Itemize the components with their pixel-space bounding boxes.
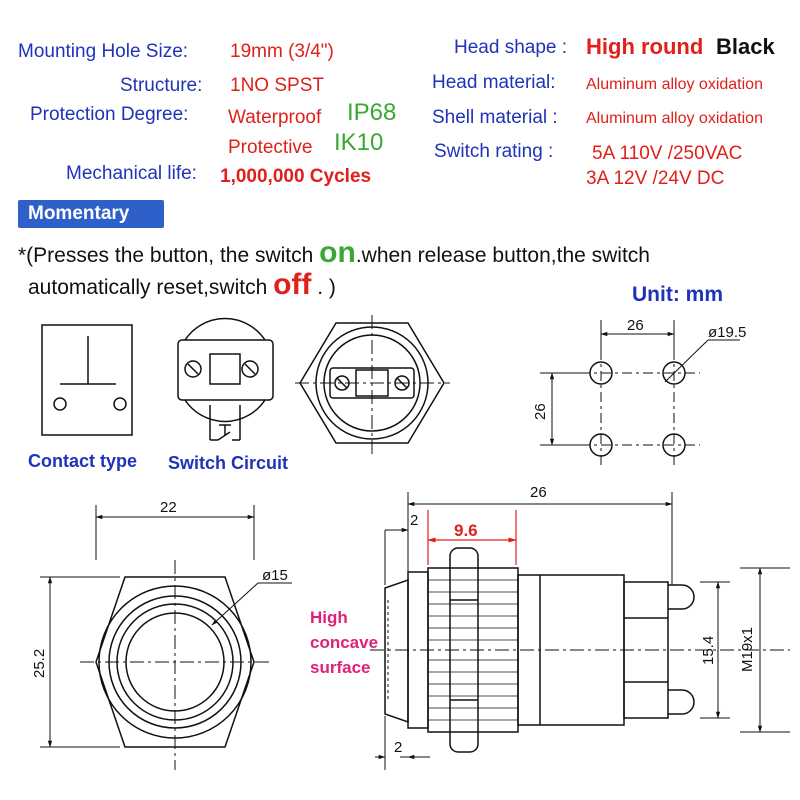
dim-head-2: 2 — [410, 512, 418, 529]
switch-rating-value-2: 3A 12V /24V DC — [586, 168, 725, 189]
protection-label: Protection Degree: — [30, 104, 189, 125]
depth-dimension-red — [427, 510, 517, 565]
momentary-badge: Momentary — [18, 200, 164, 228]
head-material-value: Aluminum alloy oxidation — [586, 76, 763, 93]
dim-diameter-15: ø15 — [262, 567, 288, 584]
concave-label-1: High — [310, 608, 348, 627]
head-shape-color: Black — [716, 34, 775, 59]
dim-depth-9-6: 9.6 — [454, 521, 478, 540]
protective-code: IK10 — [334, 129, 384, 156]
structure-label: Structure: — [120, 75, 203, 96]
hole-pattern-drawing — [540, 320, 740, 465]
concave-label-3: surface — [310, 658, 371, 677]
dim-length-26: 26 — [530, 484, 547, 501]
dim-hole-diameter: ø19.5 — [708, 324, 746, 341]
protective-text: Protective — [228, 137, 313, 158]
dim-bottom-2: 2 — [394, 739, 402, 756]
shell-material-label: Shell material : — [432, 107, 558, 128]
momentary-description-line1: *(Presses the button, the switch on.when… — [18, 238, 650, 268]
switch-rating-label: Switch rating : — [434, 141, 554, 162]
line1-prefix: *(Presses the button, the switch — [18, 244, 320, 267]
dim-hole-spacing-h: 26 — [627, 317, 644, 334]
unit-label: Unit: mm — [632, 283, 723, 306]
dim-dia-15-4: 15.4 — [700, 636, 717, 665]
switch-rating-value-1: 5A 110V /250VAC — [592, 143, 743, 164]
head-material-label: Head material: — [432, 72, 556, 93]
switch-circuit-symbol — [177, 317, 274, 441]
line2-prefix: automatically reset,switch — [28, 276, 274, 299]
back-view-drawing — [295, 315, 450, 455]
side-view-drawing — [370, 492, 790, 770]
mech-life-label: Mechanical life: — [66, 163, 197, 184]
waterproof-code: IP68 — [347, 99, 397, 126]
dim-height-25-2: 25.2 — [31, 649, 48, 678]
mount-size-value: 19mm (3/4") — [230, 41, 334, 62]
switch-circuit-label: Switch Circuit — [168, 453, 289, 473]
concave-label-2: concave — [310, 633, 379, 652]
line2-suffix: . ) — [311, 276, 336, 299]
shell-material-value: Aluminum alloy oxidation — [586, 110, 763, 127]
on-word: on — [319, 236, 356, 269]
line1-suffix: .when release button,the switch — [355, 244, 650, 267]
off-word: off — [273, 268, 312, 301]
contact-type-symbol — [41, 324, 133, 436]
contact-type-label: Contact type — [28, 451, 138, 471]
head-shape-value: High round — [586, 34, 704, 59]
mount-size-label: Mounting Hole Size: — [18, 41, 189, 62]
dim-width-22: 22 — [160, 499, 177, 516]
waterproof-text: Waterproof — [228, 107, 322, 128]
front-view-drawing — [40, 505, 292, 770]
mech-life-value: 1,000,000 Cycles — [220, 166, 372, 187]
dim-hole-spacing-v: 26 — [532, 403, 549, 420]
structure-value: 1NO SPST — [230, 75, 324, 96]
momentary-description-line2: automatically reset,switch off . ) — [28, 270, 336, 300]
dim-thread-m19: M19x1 — [739, 627, 756, 672]
head-shape-label: Head shape : — [454, 37, 568, 58]
